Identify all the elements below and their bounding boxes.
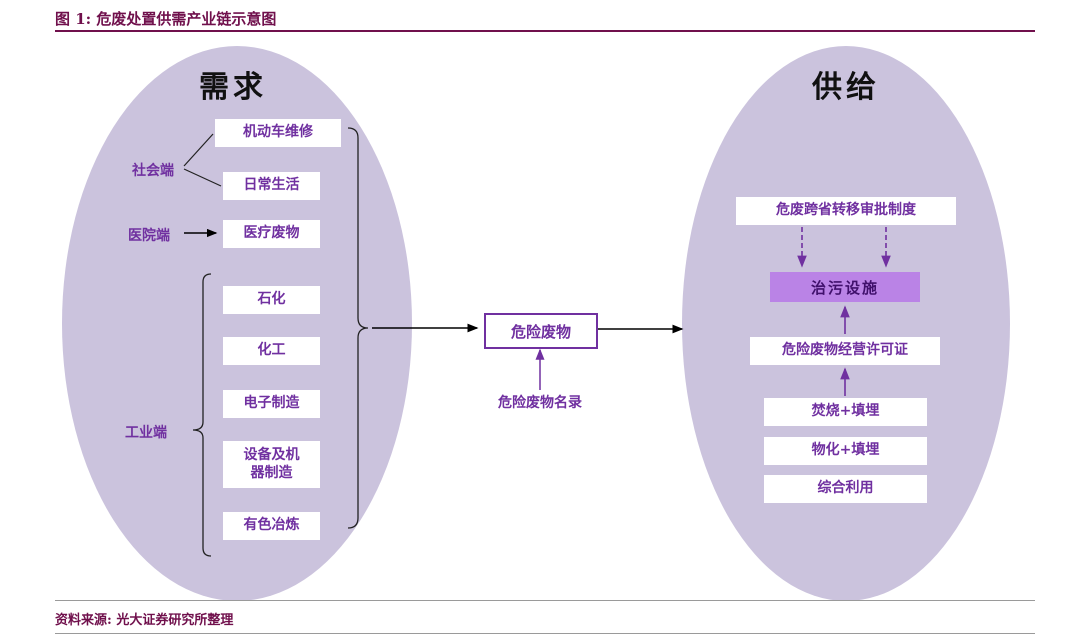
footer-divider-top — [55, 600, 1035, 601]
demand-label: 需求 — [199, 70, 267, 105]
supply-ellipse — [682, 46, 1010, 601]
supply-label: 供给 — [812, 70, 880, 105]
box-chemical: 化工 — [223, 337, 320, 365]
box-medical-waste: 医疗废物 — [223, 220, 320, 248]
source-note: 资料来源: 光大证券研究所整理 — [55, 613, 234, 628]
box-comprehensive-utilization: 综合利用 — [764, 475, 927, 503]
box-daily-life: 日常生活 — [223, 172, 320, 200]
hospital-side-label: 医院端 — [128, 228, 170, 244]
box-vehicle-repair: 机动车维修 — [215, 119, 341, 147]
box-pollution-control-facility: 治污设施 — [770, 272, 920, 302]
title-divider — [55, 30, 1035, 32]
box-petrochemical: 石化 — [223, 286, 320, 314]
industrial-side-label: 工业端 — [125, 425, 167, 441]
box-physicochemical-landfill: 物化+填埋 — [764, 437, 927, 465]
box-transfer-approval-policy: 危废跨省转移审批制度 — [736, 197, 956, 225]
figure-title: 图 1: 危废处置供需产业链示意图 — [55, 10, 277, 28]
box-electronics: 电子制造 — [223, 390, 320, 418]
social-side-label: 社会端 — [132, 163, 174, 179]
box-equipment-machinery: 设备及机 器制造 — [223, 441, 320, 488]
box-hazardous-waste: 危险废物 — [484, 313, 598, 349]
hazardous-waste-catalog-label: 危险废物名录 — [498, 395, 582, 411]
box-operating-license: 危险废物经营许可证 — [750, 337, 940, 365]
box-nonferrous-smelting: 有色冶炼 — [223, 512, 320, 540]
box-incineration-landfill: 焚烧+填埋 — [764, 398, 927, 426]
footer-divider-bottom — [55, 633, 1035, 634]
